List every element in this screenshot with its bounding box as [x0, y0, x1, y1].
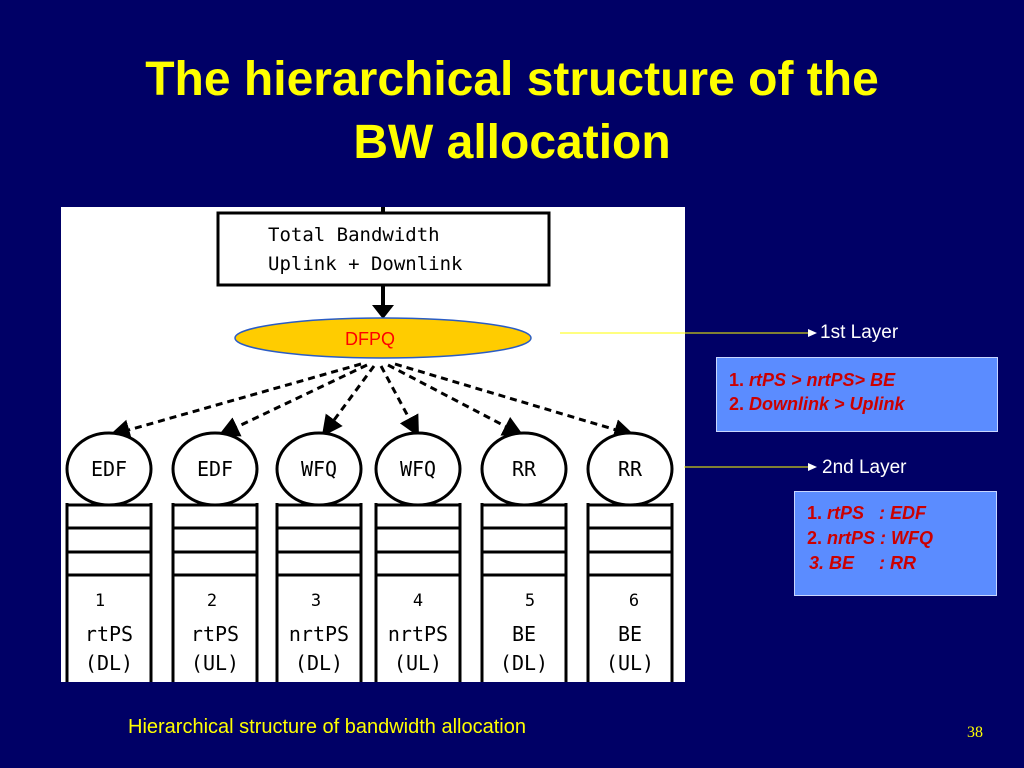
total-bandwidth-line-2: Uplink + Downlink	[268, 253, 463, 275]
second-layer-rule-3: 3. BE : RR	[809, 553, 917, 573]
queue-direction-5: (DL)	[500, 651, 548, 675]
queue-direction-6: (UL)	[606, 651, 654, 675]
second-layer-label: 2nd Layer	[822, 457, 907, 478]
second-layer-rule-2: 2. nrtPS : WFQ	[807, 528, 934, 548]
down-arrowhead	[372, 305, 394, 319]
queue-stack-6	[586, 503, 674, 682]
arrow-to-scheduler-3	[321, 365, 376, 437]
queue-direction-2: (UL)	[191, 651, 239, 675]
queue-class-6: BE	[618, 622, 642, 646]
diagram-canvas: Total Bandwidth Uplink + Downlink DFPQ	[65, 207, 674, 682]
queue-number-3: 3	[311, 591, 321, 611]
total-bandwidth-line-1: Total Bandwidth	[268, 224, 440, 246]
queue-stack-3	[275, 503, 363, 682]
first-layer-rule-2: 2. Downlink > Uplink	[729, 394, 905, 414]
arrow-to-scheduler-6	[394, 362, 636, 440]
queue-number-6: 6	[629, 591, 639, 611]
second-layer-rule-1: 1. rtPS : EDF	[807, 503, 927, 523]
queue-direction-4: (UL)	[394, 651, 442, 675]
queue-number-1: 1	[95, 591, 105, 611]
scheduler-label-4: WFQ	[400, 457, 436, 481]
slide-title-line-2: BW allocation	[353, 116, 671, 169]
queue-direction-3: (DL)	[295, 651, 343, 675]
queue-stack-4	[374, 503, 462, 682]
arrow-to-scheduler-1	[108, 362, 362, 440]
queue-stack-5	[480, 503, 568, 682]
arrow-to-scheduler-4	[379, 365, 420, 437]
dfpq-label: DFPQ	[345, 329, 395, 349]
queue-stacks	[65, 503, 674, 682]
bandwidth-hierarchy-diagram: Total Bandwidth Uplink + Downlink DFPQ	[61, 207, 685, 682]
scheduler-label-2: EDF	[197, 457, 233, 481]
scheduler-label-3: WFQ	[301, 457, 337, 481]
slide-title-line-1: The hierarchical structure of the	[145, 53, 879, 106]
scheduler-label-5: RR	[512, 457, 537, 481]
figure-caption: Hierarchical structure of bandwidth allo…	[128, 716, 526, 738]
second-layer-rules-box: 1. rtPS : EDF 2. nrtPS : WFQ 3. BE : RR	[794, 491, 997, 596]
first-layer-rules-box: 1. rtPS > nrtPS> BE 2. Downlink > Uplink	[716, 357, 998, 432]
first-layer-label: 1st Layer	[820, 322, 899, 343]
scheduler-label-1: EDF	[91, 457, 127, 481]
slide-title: The hierarchical structure of the BW all…	[0, 48, 1024, 174]
first-layer-arrowhead	[808, 329, 817, 337]
page-number: 38	[967, 724, 983, 741]
queue-class-1: rtPS	[85, 622, 133, 646]
queue-number-5: 5	[525, 591, 535, 611]
arrow-to-scheduler-5	[387, 363, 524, 437]
arrow-to-scheduler-2	[218, 363, 368, 437]
first-layer-rule-1: 1. rtPS > nrtPS> BE	[729, 370, 896, 390]
queue-class-5: BE	[512, 622, 536, 646]
queue-class-3: nrtPS	[289, 622, 349, 646]
scheduler-nodes	[65, 431, 674, 507]
queue-number-2: 2	[207, 591, 217, 611]
queue-class-4: nrtPS	[388, 622, 448, 646]
queue-direction-1: (DL)	[85, 651, 133, 675]
queue-class-2: rtPS	[191, 622, 239, 646]
dfpq-to-scheduler-arrows	[108, 362, 636, 440]
queue-number-4: 4	[413, 591, 423, 611]
queue-stack-2	[171, 503, 259, 682]
scheduler-label-6: RR	[618, 457, 643, 481]
second-layer-arrowhead	[808, 463, 817, 471]
dfpq-node	[234, 317, 532, 359]
queue-stack-1	[65, 503, 153, 682]
